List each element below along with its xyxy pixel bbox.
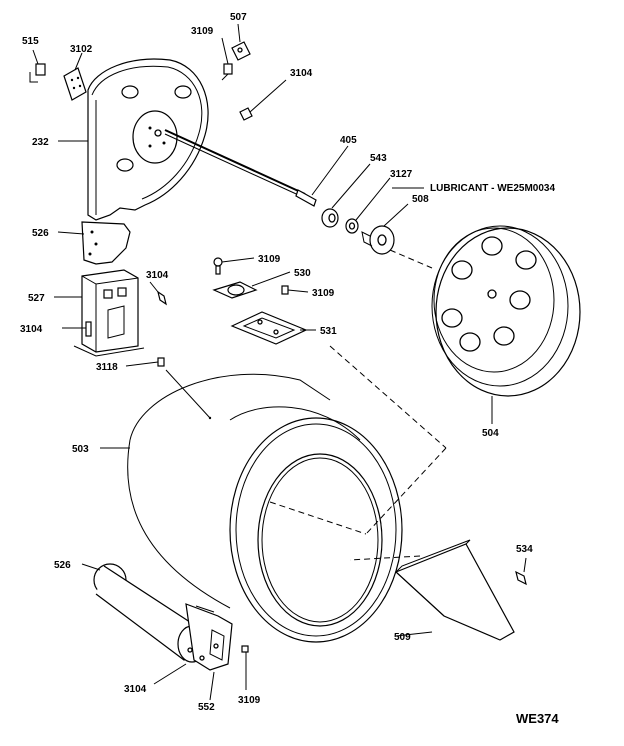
label-508: 508 bbox=[412, 194, 429, 205]
label-3104-top: 3104 bbox=[290, 68, 313, 79]
part-543-bearing bbox=[321, 163, 371, 228]
label-3104-left: 3104 bbox=[20, 324, 43, 335]
part-527-mount bbox=[54, 269, 145, 357]
part-526-upper-bracket bbox=[57, 221, 131, 265]
label-515: 515 bbox=[22, 36, 39, 47]
part-3109-top-screw bbox=[221, 37, 233, 81]
part-504-rear-wheel bbox=[389, 225, 581, 424]
label-526-lower: 526 bbox=[54, 560, 71, 571]
label-507: 507 bbox=[230, 12, 247, 23]
label-527: 527 bbox=[28, 293, 45, 304]
label-3102: 3102 bbox=[70, 44, 93, 55]
part-515-clip bbox=[29, 49, 46, 83]
label-3109-bottom: 3109 bbox=[238, 695, 261, 706]
label-232: 232 bbox=[32, 137, 49, 148]
label-3109-mid: 3109 bbox=[258, 254, 281, 265]
label-531: 531 bbox=[320, 326, 337, 337]
drum-shaft bbox=[164, 129, 306, 199]
part-508-pulley bbox=[361, 187, 424, 255]
part-232-bulkhead bbox=[58, 58, 209, 221]
part-3118-screw bbox=[125, 357, 165, 367]
label-3109-top: 3109 bbox=[191, 26, 214, 37]
part-509-baffle bbox=[349, 539, 515, 641]
part-531-plate bbox=[230, 311, 316, 345]
label-526-upper: 526 bbox=[32, 228, 49, 239]
label-3104-mount: 3104 bbox=[146, 270, 169, 281]
label-3109-right: 3109 bbox=[312, 288, 335, 299]
label-lubricant: LUBRICANT - WE25M0034 bbox=[430, 183, 555, 194]
label-3127: 3127 bbox=[390, 169, 413, 180]
part-503-drum bbox=[100, 345, 447, 643]
part-3127-ring bbox=[345, 177, 391, 234]
label-543: 543 bbox=[370, 153, 387, 164]
label-3118: 3118 bbox=[96, 362, 118, 373]
part-534-screw bbox=[515, 557, 527, 586]
label-509: 509 bbox=[394, 632, 411, 643]
label-405: 405 bbox=[340, 135, 357, 146]
part-3104-top-screw bbox=[239, 79, 287, 121]
label-534: 534 bbox=[516, 544, 533, 555]
diagram-code: WE374 bbox=[516, 711, 559, 726]
part-552-switch bbox=[153, 603, 249, 701]
part-3104-mount-screws bbox=[62, 281, 167, 337]
part-507-bracket bbox=[231, 23, 251, 61]
label-503: 503 bbox=[72, 444, 89, 455]
label-530: 530 bbox=[294, 268, 311, 279]
part-3102-pad bbox=[63, 52, 87, 101]
label-552: 552 bbox=[198, 702, 215, 713]
label-504: 504 bbox=[482, 428, 499, 439]
part-405-shaft-end bbox=[295, 145, 349, 207]
part-530-thermostat bbox=[212, 257, 309, 299]
label-3104-bottom: 3104 bbox=[124, 684, 147, 695]
